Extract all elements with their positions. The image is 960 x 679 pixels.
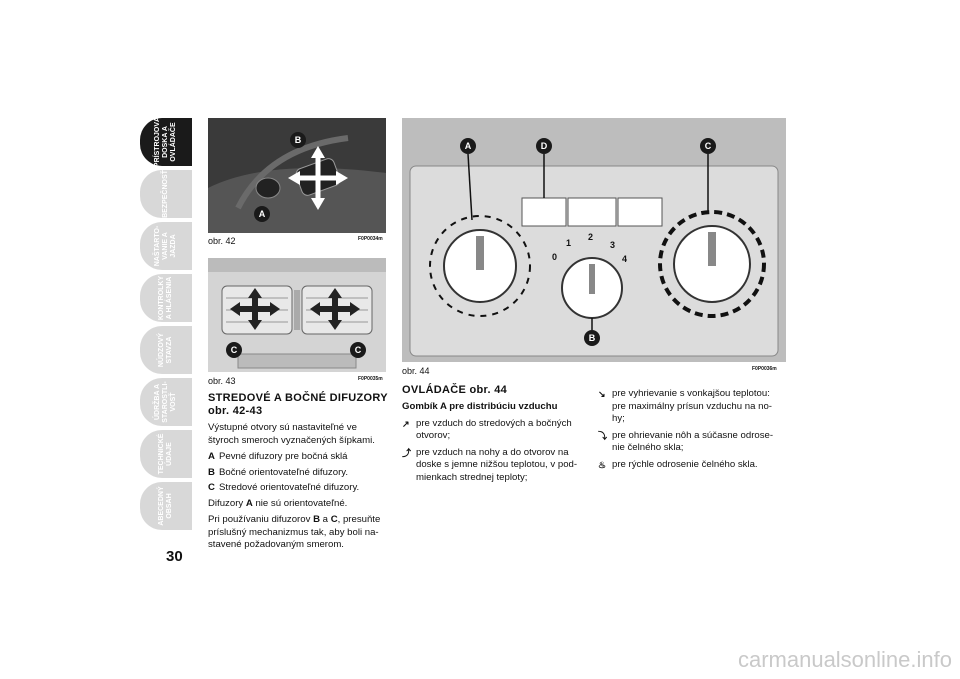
callout-b: B <box>584 330 600 346</box>
usage-paragraph: Pri používaniu difuzorov B a C, presuňte… <box>208 514 381 550</box>
feet-vent-icon: ↘ <box>598 389 606 399</box>
figure-44-code: F0P0036m <box>752 366 777 372</box>
fan-scale-4: 4 <box>622 254 628 264</box>
figure-42: B A <box>208 118 386 233</box>
sub-heading-knob-a: Gombík A pre distribúciu vzduchu <box>402 401 558 412</box>
page-number: 30 <box>166 548 183 565</box>
tab-index[interactable]: ABECEDNÝ OBSAH <box>140 482 192 530</box>
tab-technical-data[interactable]: TECHNICKÉ ÚDAJE <box>140 430 192 478</box>
list-item: ⤴ pre vzduch na nohy a do otvorov na dos… <box>402 446 578 483</box>
tab-starting-driving[interactable]: NAŠTARTO- VANIE A JAZDA <box>140 222 192 270</box>
feet-windscreen-icon: ⤵ <box>598 430 608 441</box>
face-vent-icon: ↗ <box>402 418 410 429</box>
tab-emergency[interactable]: NÚDZOVÝ STAVZA <box>140 326 192 374</box>
tab-warning-lights[interactable]: KONTROLKY A HLÁSENIA <box>140 274 192 322</box>
note-paragraph: Difuzory A nie sú orientovateľné. <box>208 497 348 509</box>
callout-d: D <box>536 138 552 154</box>
windscreen-defrost-icon: ♨ <box>598 459 607 470</box>
figure-43: C C <box>208 258 386 372</box>
callout-c-right: C <box>350 342 366 358</box>
right-column: ↘ pre vyhrievanie s vonkajšou teplotou: … <box>598 388 784 475</box>
callout-a: A <box>460 138 476 154</box>
section-heading-diffusers: STREDOVÉ A BOČNÉ DIFUZORY obr. 42-43 <box>208 392 388 417</box>
figure-43-code: F0P0035m <box>358 376 383 382</box>
tab-maintenance[interactable]: ÚDRŽBA A STAROSTLI- VOSŤ <box>140 378 192 426</box>
fan-scale-0: 0 <box>552 252 558 262</box>
list-item: ↗ pre vzduch do stredových a bočných otv… <box>402 417 572 442</box>
fan-scale-3: 3 <box>610 240 616 250</box>
figure-42-code: F0P0034m <box>358 236 383 242</box>
figure-43-caption: obr. 43 <box>208 376 236 386</box>
fan-scale-2: 2 <box>588 232 594 242</box>
middle-column: OVLÁDAČE obr. 44 Gombík A pre distribúci… <box>402 384 586 488</box>
face-feet-vent-icon: ⤴ <box>402 447 412 458</box>
callout-c: C <box>700 138 716 154</box>
list-item: ⤵ pre ohrievanie nôh a súčasne odrose-ni… <box>598 429 774 454</box>
figure-42-caption: obr. 42 <box>208 236 236 246</box>
callout-b: B <box>290 132 306 148</box>
fan-scale-1: 1 <box>566 238 572 248</box>
tab-safety[interactable]: BEZPEČNOSŤ <box>140 170 192 218</box>
callout-c-left: C <box>226 342 242 358</box>
list-item: ♨ pre rýchle odrosenie čelného skla. <box>598 458 758 470</box>
side-vent-illustration <box>208 118 386 233</box>
tab-instrument-panel[interactable]: PRÍSTROJOVÁ DOSKA A OVLÁDAČE <box>140 117 192 167</box>
figure-44: A D C B 0 1 2 3 4 <box>402 118 786 362</box>
intro-paragraph: Výstupné otvory sú nastaviteľné ve štyro… <box>208 422 375 446</box>
section-heading-controls: OVLÁDAČE obr. 44 <box>402 384 508 396</box>
climate-controls-illustration <box>402 118 786 362</box>
list-item: ↘ pre vyhrievanie s vonkajšou teplotou: … <box>598 388 772 424</box>
left-column: STREDOVÉ A BOČNÉ DIFUZORY obr. 42-43 Výs… <box>208 392 388 556</box>
figure-44-caption: obr. 44 <box>402 366 430 376</box>
watermark: carmanualsonline.info <box>737 647 952 672</box>
callout-a: A <box>254 206 270 222</box>
